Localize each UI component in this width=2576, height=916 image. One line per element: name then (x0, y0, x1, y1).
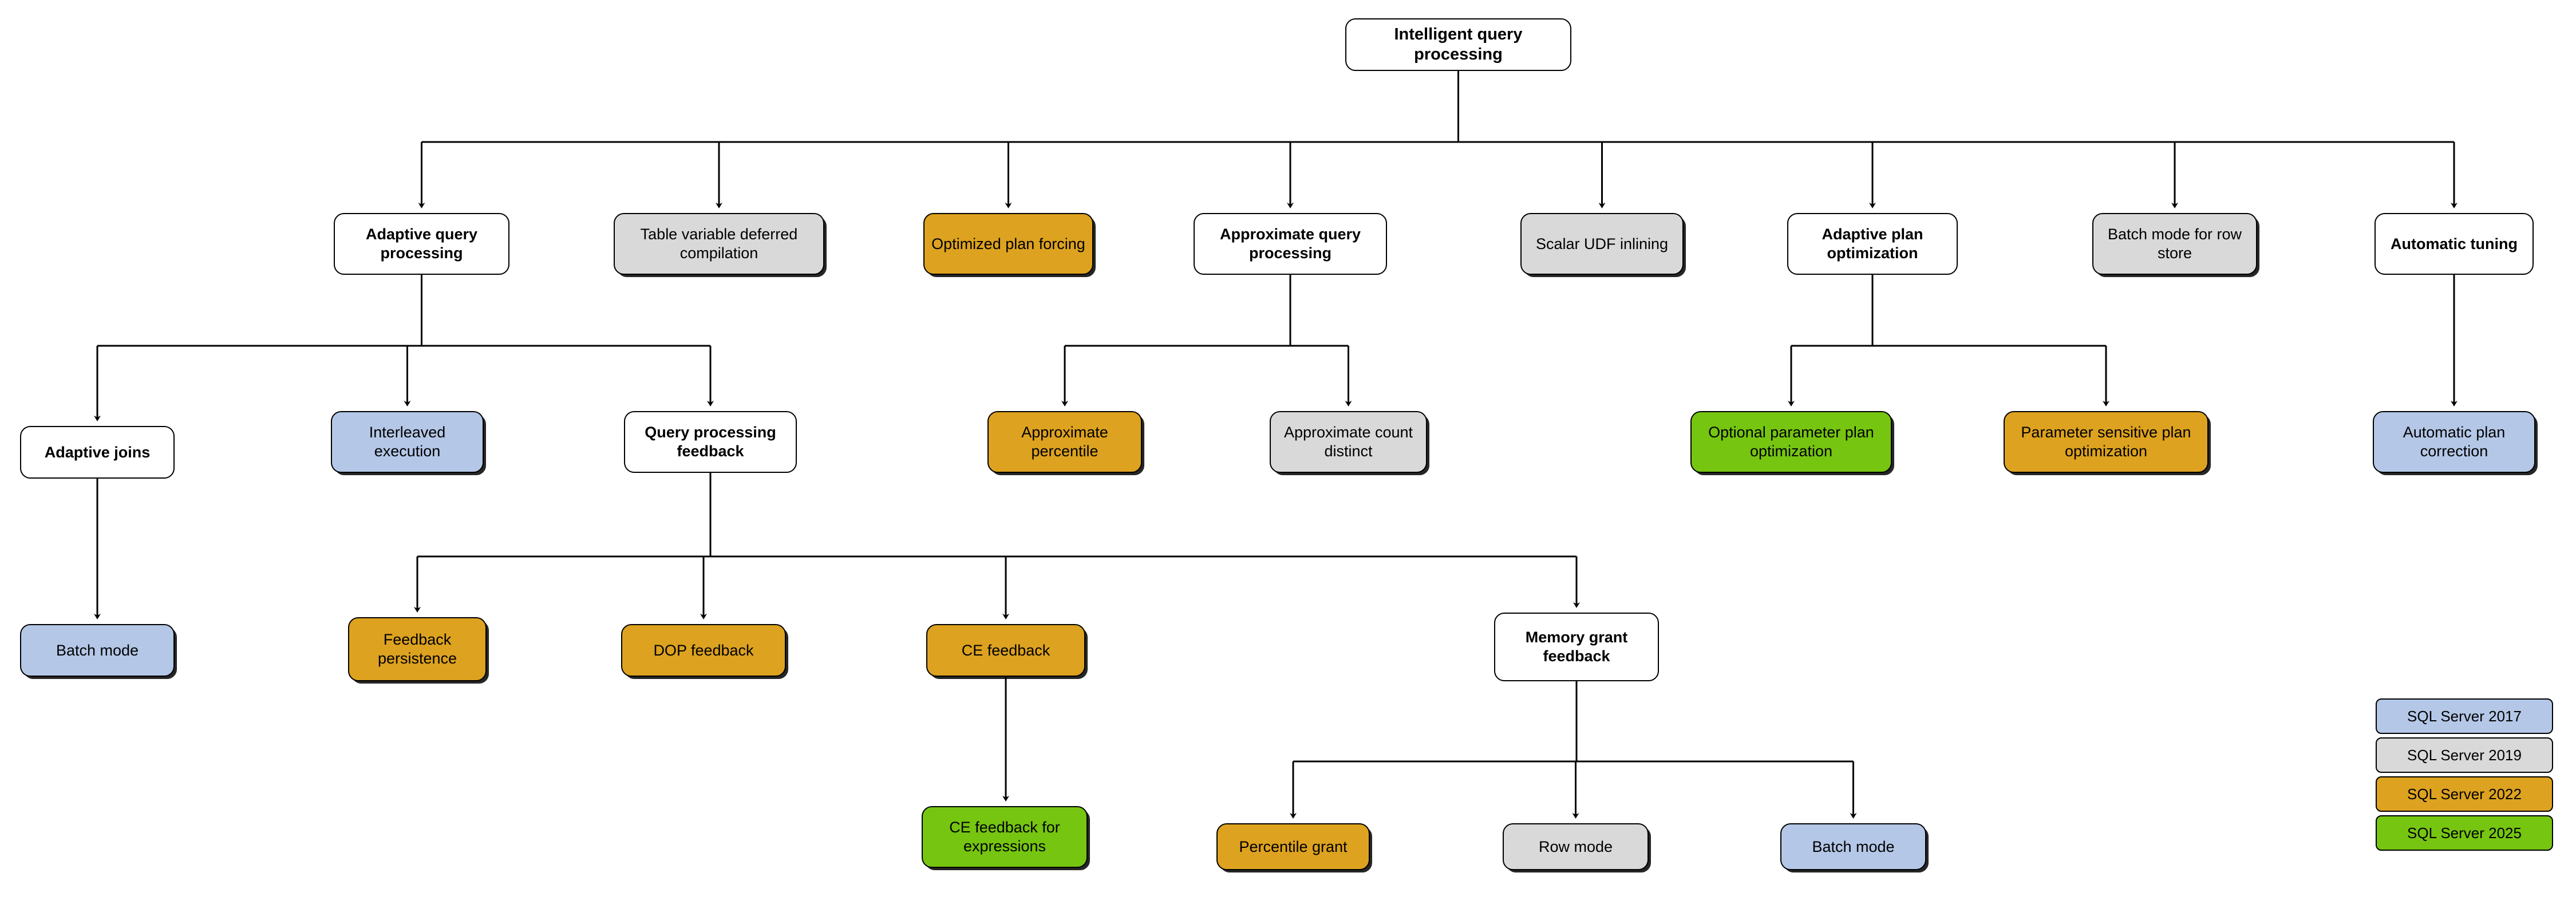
node-batchmode1[interactable]: Batch mode (20, 624, 175, 677)
node-mgf[interactable]: Memory grant feedback (1494, 613, 1659, 681)
node-approxqp[interactable]: Approximate query processing (1194, 213, 1387, 275)
node-label: CE feedback (961, 641, 1050, 659)
legend-item-2[interactable]: SQL Server 2022 (2376, 776, 2553, 812)
legend-item-0[interactable]: SQL Server 2017 (2376, 698, 2553, 734)
node-label: Adaptive plan optimization (1822, 226, 1923, 262)
node-dopfb[interactable]: DOP feedback (621, 624, 786, 677)
node-autotune[interactable]: Automatic tuning (2374, 213, 2534, 275)
node-batchmode2[interactable]: Batch mode (1780, 823, 1926, 870)
node-label: CE feedback for expressions (949, 819, 1060, 855)
node-approxcd[interactable]: Approximate count distinct (1270, 411, 1427, 473)
node-fbpersist[interactable]: Feedback persistence (348, 617, 487, 681)
node-label: Query processing feedback (645, 424, 776, 460)
node-label: Batch mode (1812, 838, 1895, 855)
node-interleaved[interactable]: Interleaved execution (331, 411, 484, 473)
node-bmrs[interactable]: Batch mode for row store (2092, 213, 2257, 275)
legend-item-3[interactable]: SQL Server 2025 (2376, 815, 2553, 851)
node-root[interactable]: Intelligent query processing (1345, 18, 1571, 71)
node-pctgrant[interactable]: Percentile grant (1216, 823, 1370, 870)
node-label: Automatic plan correction (2403, 424, 2506, 460)
node-label: Intelligent query processing (1394, 25, 1523, 64)
node-label: Table variable deferred compilation (640, 226, 798, 262)
node-apc[interactable]: Automatic plan correction (2373, 411, 2535, 473)
node-label: Optional parameter plan optimization (1708, 424, 1874, 460)
node-opf[interactable]: Optimized plan forcing (923, 213, 1093, 275)
node-label: Automatic tuning (2391, 235, 2518, 252)
node-label: Batch mode (56, 641, 139, 659)
node-label: Parameter sensitive plan optimization (2021, 424, 2191, 460)
legend-item-label: SQL Server 2022 (2407, 785, 2522, 803)
node-label: Adaptive joins (44, 443, 151, 461)
node-oppo[interactable]: Optional parameter plan optimization (1690, 411, 1892, 473)
node-adaptjoins[interactable]: Adaptive joins (20, 426, 175, 479)
node-label: Interleaved execution (369, 424, 446, 460)
node-label: Approximate percentile (1021, 424, 1108, 460)
node-tvdc[interactable]: Table variable deferred compilation (614, 213, 824, 275)
node-pspo[interactable]: Parameter sensitive plan optimization (2004, 411, 2208, 473)
node-cefbexpr[interactable]: CE feedback for expressions (922, 806, 1088, 868)
node-label: Adaptive query processing (365, 226, 478, 262)
node-label: Batch mode for row store (2107, 226, 2242, 262)
legend-item-label: SQL Server 2025 (2407, 824, 2522, 842)
node-label: Scalar UDF inlining (1535, 235, 1669, 252)
node-label: DOP feedback (653, 641, 754, 659)
node-approxpct[interactable]: Approximate percentile (987, 411, 1142, 473)
node-label: Approximate query processing (1219, 226, 1361, 262)
node-rowmode[interactable]: Row mode (1503, 823, 1649, 870)
node-label: Memory grant feedback (1525, 629, 1628, 665)
legend-item-label: SQL Server 2019 (2407, 746, 2522, 764)
node-label: Row mode (1538, 838, 1613, 855)
node-label: Percentile grant (1239, 838, 1348, 855)
node-label: Optimized plan forcing (931, 235, 1085, 252)
node-label: Feedback persistence (377, 631, 457, 667)
node-apo[interactable]: Adaptive plan optimization (1787, 213, 1958, 275)
node-udf[interactable]: Scalar UDF inlining (1520, 213, 1684, 275)
node-aqp[interactable]: Adaptive query processing (334, 213, 509, 275)
node-label: Approximate count distinct (1283, 424, 1413, 460)
node-cefb[interactable]: CE feedback (926, 624, 1085, 677)
legend-item-label: SQL Server 2017 (2407, 707, 2522, 725)
legend-item-1[interactable]: SQL Server 2019 (2376, 737, 2553, 773)
node-qpf[interactable]: Query processing feedback (624, 411, 797, 473)
